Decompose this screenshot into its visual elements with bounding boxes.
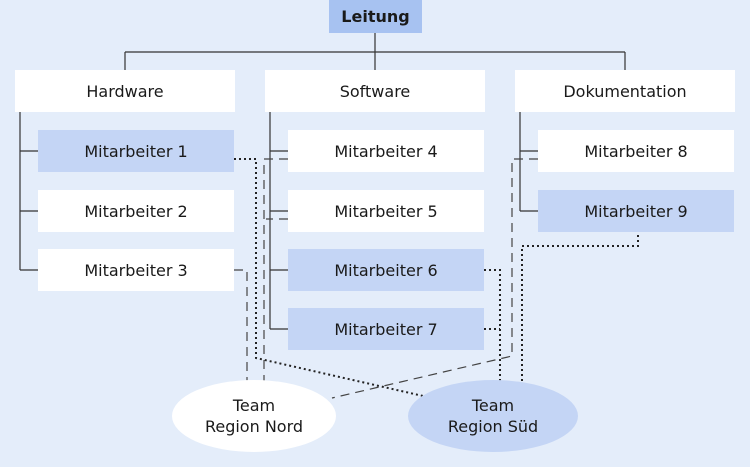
employee-label: Mitarbeiter 8 bbox=[584, 141, 688, 161]
department-label: Hardware bbox=[86, 81, 164, 101]
employee-box-7: Mitarbeiter 7 bbox=[288, 308, 484, 350]
team-region-sued: Team Region Süd bbox=[408, 380, 578, 452]
employee-box-6: Mitarbeiter 6 bbox=[288, 249, 484, 291]
employee-label: Mitarbeiter 3 bbox=[84, 260, 188, 280]
department-hardware: Hardware bbox=[15, 70, 235, 112]
employee-label: Mitarbeiter 7 bbox=[334, 319, 438, 339]
team-region-nord: Team Region Nord bbox=[172, 380, 336, 452]
department-software: Software bbox=[265, 70, 485, 112]
department-dokumentation: Dokumentation bbox=[515, 70, 735, 112]
employee-label: Mitarbeiter 6 bbox=[334, 260, 438, 280]
employee-label: Mitarbeiter 2 bbox=[84, 201, 188, 221]
team-sued-links bbox=[234, 158, 639, 399]
employee-box-1: Mitarbeiter 1 bbox=[38, 130, 234, 172]
hierarchy-lines bbox=[19, 33, 626, 330]
employee-label: Mitarbeiter 5 bbox=[334, 201, 438, 221]
employee-box-4: Mitarbeiter 4 bbox=[288, 130, 484, 172]
team-nord-links bbox=[234, 158, 538, 399]
employee-label: Mitarbeiter 4 bbox=[334, 141, 438, 161]
employee-box-3: Mitarbeiter 3 bbox=[38, 249, 234, 291]
team-label-line2: Region Süd bbox=[447, 417, 539, 436]
department-label: Dokumentation bbox=[563, 81, 687, 101]
employee-box-2: Mitarbeiter 2 bbox=[38, 190, 234, 232]
team-label-line2: Region Nord bbox=[204, 417, 304, 436]
employee-box-5: Mitarbeiter 5 bbox=[288, 190, 484, 232]
root-label: Leitung bbox=[341, 7, 410, 26]
team-label-line1: Team bbox=[232, 396, 276, 415]
employee-label: Mitarbeiter 1 bbox=[84, 141, 188, 161]
root-box: Leitung bbox=[329, 0, 422, 33]
department-label: Software bbox=[339, 81, 411, 101]
employee-box-8: Mitarbeiter 8 bbox=[538, 130, 734, 172]
team-label-line1: Team bbox=[471, 396, 515, 415]
employee-box-9: Mitarbeiter 9 bbox=[538, 190, 734, 232]
employee-label: Mitarbeiter 9 bbox=[584, 201, 688, 221]
